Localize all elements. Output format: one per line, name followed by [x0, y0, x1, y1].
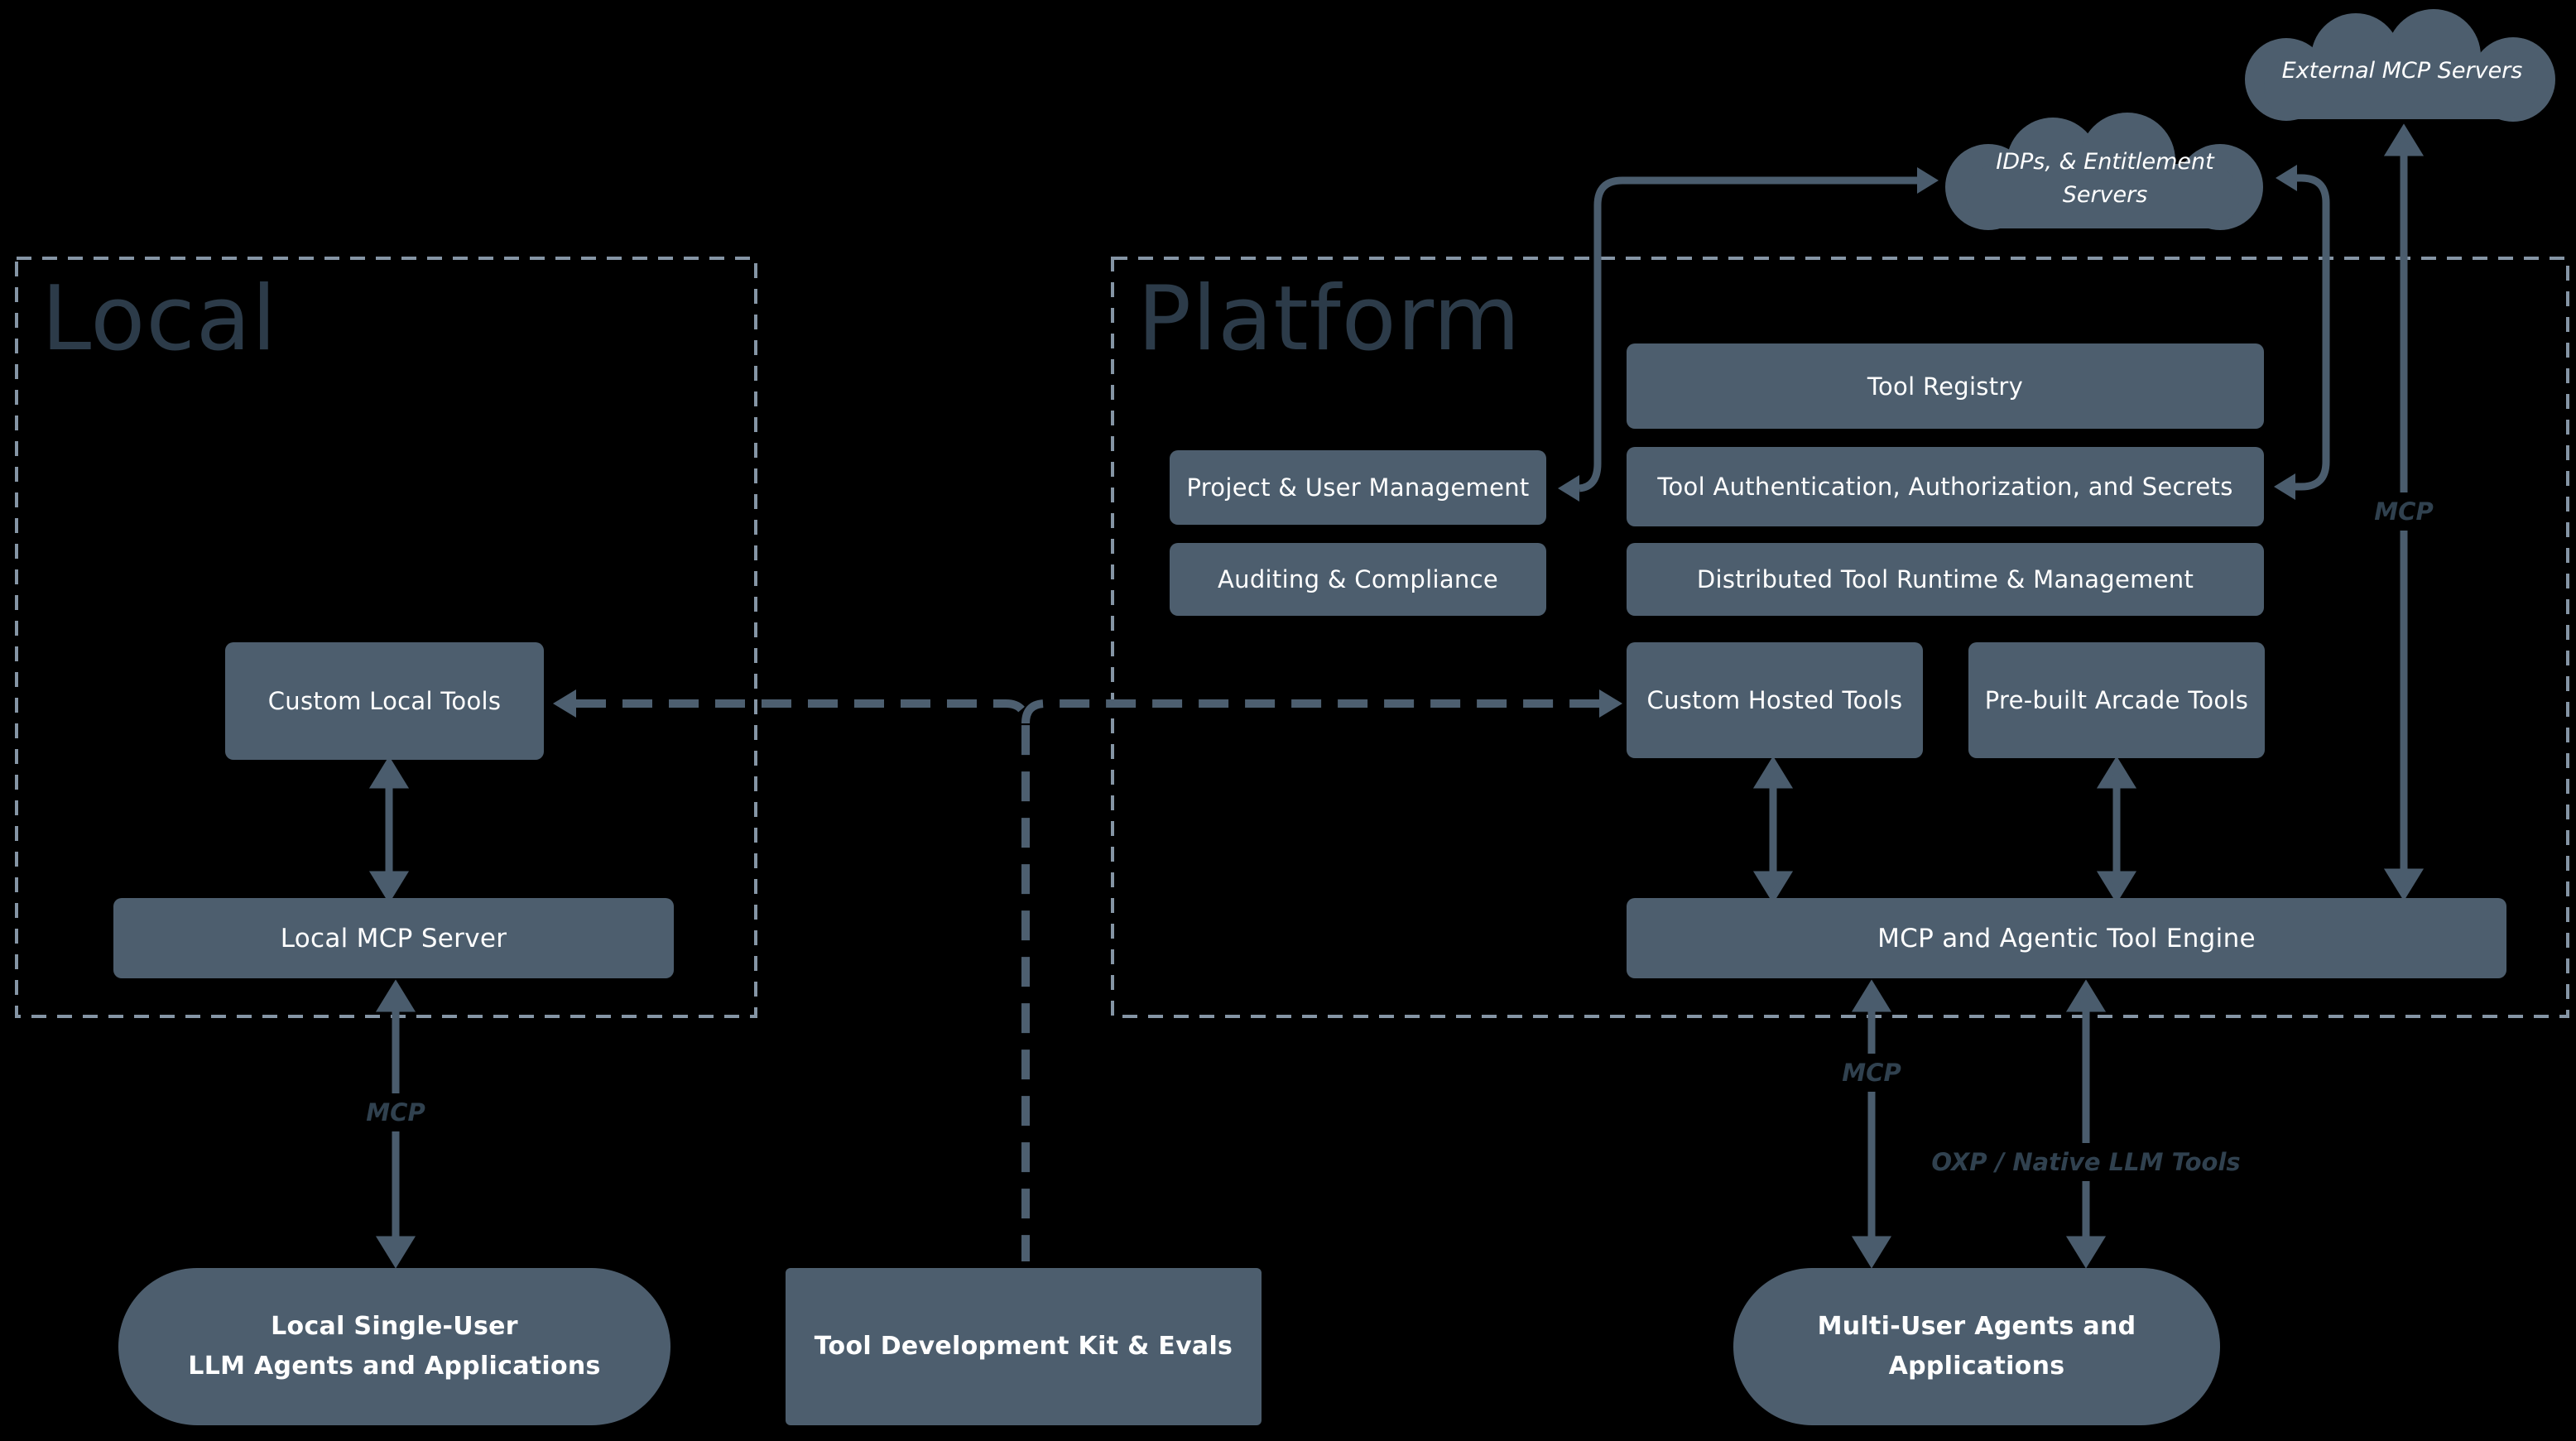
arrowhead-down-local-agents	[375, 1236, 416, 1269]
local-region-border	[15, 257, 757, 1018]
idps-cloud-label-line2: Servers	[2062, 182, 2148, 208]
node-tool-auth: Tool Authentication, Authorization, and …	[1627, 447, 2264, 526]
arrowhead-down-multiuser-oxp	[2065, 1236, 2107, 1269]
terminal-multi-user-agents: Multi-User Agents and Applications	[1733, 1268, 2220, 1425]
node-local-mcp-server: Local MCP Server	[113, 898, 674, 978]
edge-label-oxp: OXP / Native LLM Tools	[1920, 1143, 2252, 1181]
node-prebuilt-arcade-tools: Pre-built Arcade Tools	[1968, 642, 2265, 758]
dashed-left-branch	[576, 699, 1030, 1261]
terminal-local-agents-line2: LLM Agents and Applications	[188, 1352, 601, 1381]
terminal-local-agents-line1: Local Single-User	[271, 1312, 518, 1341]
node-mcp-agentic-engine: MCP and Agentic Tool Engine	[1627, 898, 2506, 978]
terminal-multi-user-agents-line1: Multi-User Agents and	[1817, 1312, 2136, 1341]
node-custom-hosted-tools-label: Custom Hosted Tools	[1646, 686, 1903, 714]
node-project-user-management: Project & User Management	[1170, 450, 1546, 525]
edge-label-mcp-external: MCP	[2362, 492, 2445, 531]
node-project-user-management-label: Project & User Management	[1186, 473, 1530, 502]
node-auditing-compliance: Auditing & Compliance	[1170, 543, 1546, 616]
arrowhead-down-multiuser-mcp	[1851, 1236, 1892, 1269]
node-local-mcp-server-label: Local MCP Server	[280, 923, 507, 953]
arrowhead-right-custom-hosted	[1599, 689, 1622, 718]
terminal-local-agents: Local Single-User LLM Agents and Applica…	[118, 1268, 670, 1425]
node-tool-auth-label: Tool Authentication, Authorization, and …	[1657, 473, 2233, 501]
edge-projectmgmt-idps	[1558, 167, 1939, 502]
arrowhead-up-external-cloud	[2383, 123, 2425, 156]
node-custom-local-tools: Custom Local Tools	[225, 642, 544, 760]
node-custom-hosted-tools: Custom Hosted Tools	[1627, 642, 1923, 758]
arrowhead-left-custom-local	[553, 689, 576, 718]
arrowhead-left-idps-cloud	[2276, 165, 2297, 191]
arrowhead-up-engine-mcp	[1851, 979, 1892, 1012]
node-distributed-runtime-label: Distributed Tool Runtime & Management	[1696, 565, 2194, 593]
node-prebuilt-arcade-tools-label: Pre-built Arcade Tools	[1984, 686, 2249, 714]
idps-cloud-label: IDPs, & Entitlement Servers	[1996, 146, 2213, 212]
node-auditing-compliance-label: Auditing & Compliance	[1218, 565, 1498, 593]
node-distributed-runtime: Distributed Tool Runtime & Management	[1627, 543, 2264, 616]
arrowhead-down-local-mcp	[368, 871, 410, 904]
arrowhead-up-engine-oxp	[2065, 979, 2107, 1012]
arrowhead-left-toolauth	[2274, 473, 2295, 500]
dashed-right-branch	[1021, 699, 1599, 724]
arrowhead-down-engine-top	[2383, 868, 2425, 901]
platform-region-border	[1111, 257, 2569, 1018]
idps-cloud	[1945, 113, 2263, 230]
arrowhead-down-engine-right	[2096, 871, 2137, 904]
terminal-tool-dev-kit: Tool Development Kit & Evals	[786, 1268, 1262, 1425]
arrowhead-up-prebuilt	[2096, 756, 2137, 789]
edge-label-mcp-local: MCP	[354, 1093, 437, 1131]
external-mcp-cloud-label: External MCP Servers	[2281, 58, 2523, 84]
node-tool-registry: Tool Registry	[1627, 343, 2264, 429]
arrowhead-up-hosted	[1752, 756, 1794, 789]
arrowhead-left-projectmgmt	[1558, 475, 1579, 502]
edge-tdk-dashed	[576, 699, 1599, 1261]
arrowhead-down-engine-left	[1752, 871, 1794, 904]
edge-label-mcp-platform: MCP	[1830, 1054, 1913, 1092]
arrowhead-right-idps	[1917, 167, 1939, 194]
local-region-title: Local	[41, 267, 277, 371]
edge-idps-toolauth	[2274, 165, 2330, 500]
terminal-multi-user-agents-line2: Applications	[1888, 1352, 2065, 1381]
arrowhead-up-local-tools	[368, 756, 410, 789]
node-tool-registry-label: Tool Registry	[1867, 372, 2024, 401]
node-mcp-agentic-engine-label: MCP and Agentic Tool Engine	[1877, 923, 2256, 953]
arrowhead-up-local-mcp	[375, 979, 416, 1012]
node-custom-local-tools-label: Custom Local Tools	[267, 687, 502, 715]
idps-cloud-label-line1: IDPs, & Entitlement	[1996, 149, 2214, 175]
platform-region-title: Platform	[1137, 267, 1521, 371]
external-mcp-cloud	[2245, 9, 2555, 122]
terminal-tool-dev-kit-label: Tool Development Kit & Evals	[814, 1332, 1233, 1361]
